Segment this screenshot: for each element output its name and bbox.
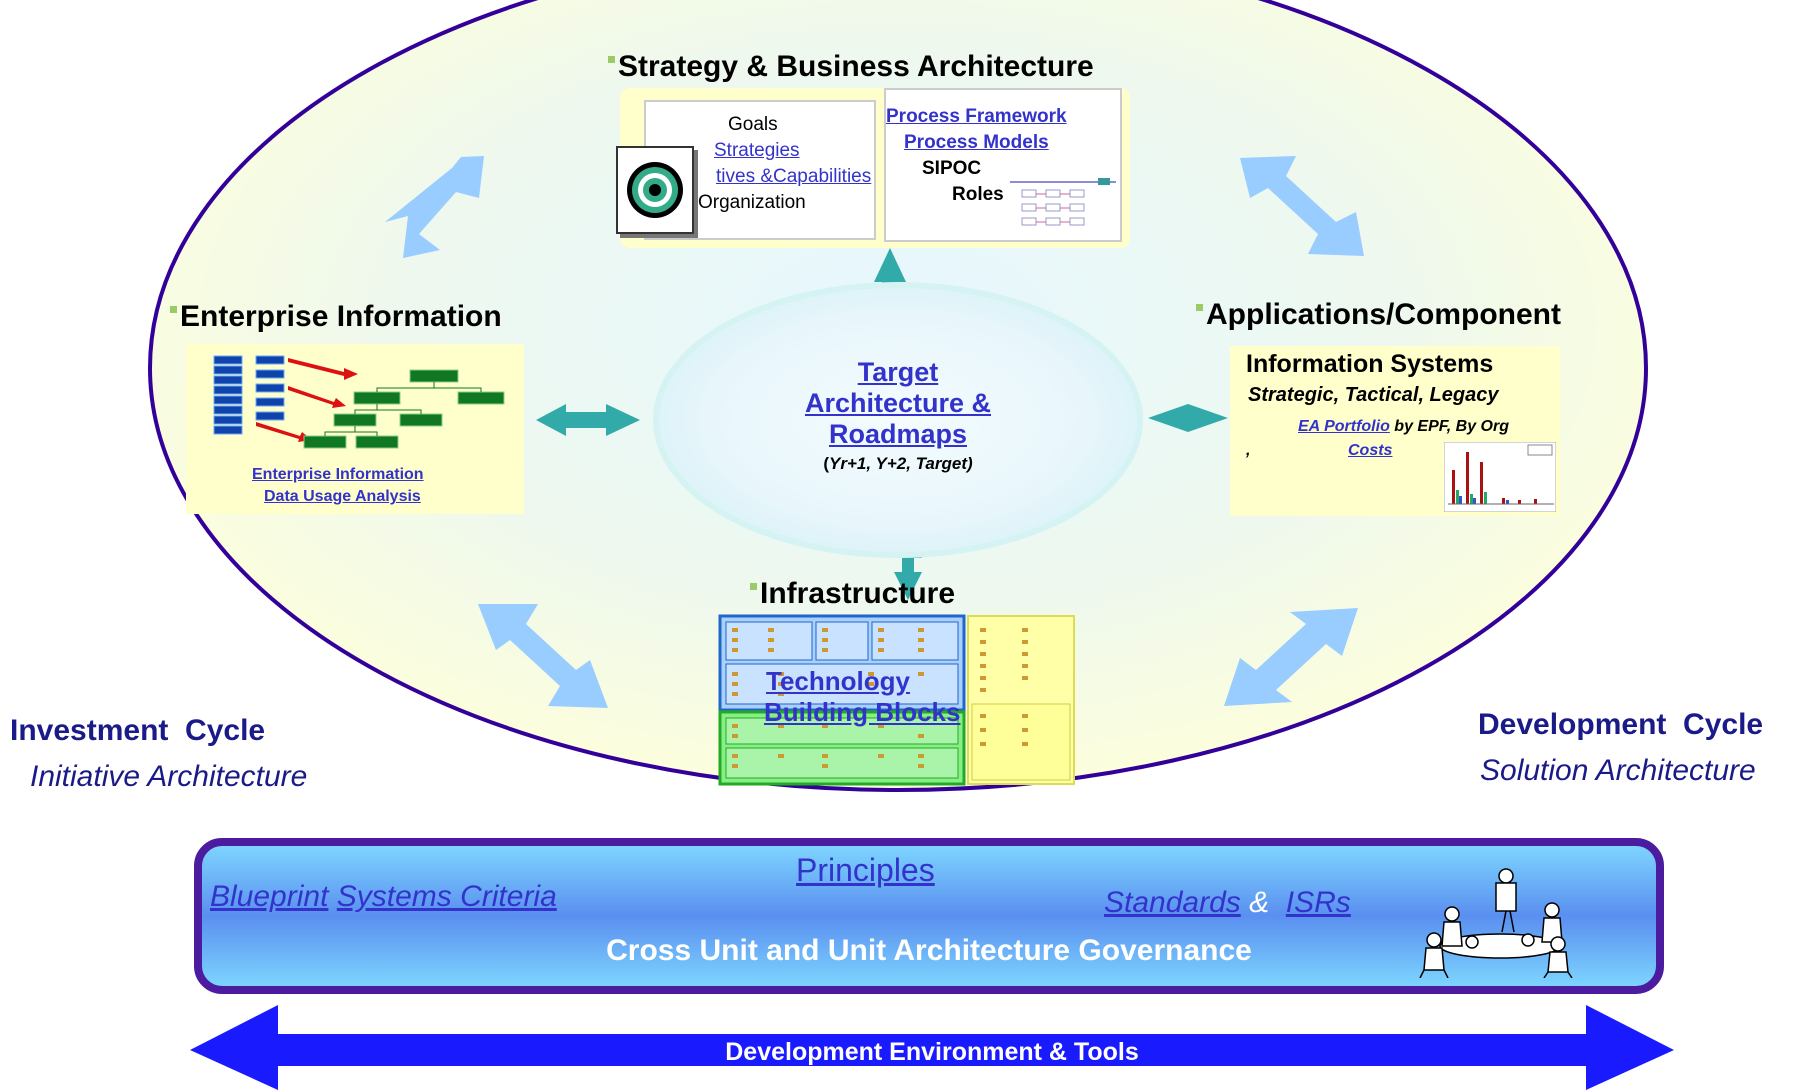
bullet-icon	[608, 56, 615, 63]
applications-section-title: Applications/Component	[1196, 298, 1561, 332]
enterprise-info-panel: Enterprise Information Data Usage Analys…	[186, 344, 524, 514]
center-ellipse	[653, 282, 1143, 558]
org-chart-thumbnail	[213, 355, 505, 449]
arrow-bottom-left	[478, 604, 608, 708]
development-cycle-subtitle: Solution Architecture	[1480, 754, 1756, 787]
arrow-left-enterprise	[536, 404, 640, 436]
arrow-right-apps	[1148, 404, 1228, 432]
goals-label: Goals	[728, 114, 778, 135]
process-flow-thumbnail	[1010, 178, 1116, 226]
infra-line-2: Building Blocks	[764, 697, 961, 727]
center-line-1: Target	[857, 357, 939, 387]
org-node	[399, 413, 443, 427]
process-box: Process Framework Process Models SIPOC R…	[884, 88, 1122, 242]
arrow-top-left	[385, 156, 484, 258]
org-node	[457, 391, 505, 405]
enterprise-information-link[interactable]: Enterprise Information	[252, 466, 424, 483]
process-models-link[interactable]: Process Models	[904, 132, 1049, 153]
ea-portfolio-line: EA Portfolio by EPF, By Org	[1298, 418, 1509, 436]
tools-bar-label: Development Environment & Tools	[725, 1038, 1139, 1066]
arrow-top-right	[1240, 156, 1364, 256]
principles-link[interactable]: Principles	[796, 852, 935, 888]
org-node	[409, 369, 459, 383]
ampersand-label: &	[1240, 886, 1278, 919]
center-line-2: Architecture &	[804, 388, 992, 418]
meeting-people-icon	[1419, 868, 1573, 978]
systems-criteria-link[interactable]: Systems Criteria	[336, 880, 557, 913]
tools-double-arrow	[190, 1005, 1674, 1090]
org-node	[355, 435, 399, 449]
information-systems-label: Information Systems	[1246, 350, 1494, 378]
infrastructure-section-title: Infrastructure	[750, 577, 955, 611]
governance-box	[194, 838, 1664, 994]
strategy-section-title: Strategy & Business Architecture	[608, 50, 1094, 84]
arrow-up-strategy	[874, 248, 906, 286]
governance-title: Cross Unit and Unit Architecture Governa…	[606, 934, 1252, 967]
isrs-link[interactable]: ISRs	[1285, 886, 1351, 919]
target-architecture-link[interactable]: Target Architecture & Roadmaps	[698, 357, 1098, 450]
process-framework-link[interactable]: Process Framework	[886, 106, 1067, 127]
strategies-link[interactable]: Strategies	[714, 140, 800, 161]
org-node	[303, 435, 347, 449]
development-cycle-title: Development Cycle	[1478, 708, 1764, 741]
system-types-label: Strategic, Tactical, Legacy	[1248, 384, 1499, 406]
bullet-icon	[170, 306, 177, 313]
ea-portfolio-link[interactable]: EA Portfolio	[1298, 418, 1390, 435]
blueprint-criteria-line: Blueprint Systems Criteria	[210, 880, 557, 914]
investment-cycle-title: Investment Cycle	[10, 714, 266, 747]
organization-label: Organization	[698, 192, 806, 213]
comma-label: ,	[1246, 442, 1251, 459]
roles-label: Roles	[952, 184, 1004, 205]
standards-isrs-line: Standards & ISRs	[1104, 886, 1351, 920]
light-double-arrows	[385, 156, 1364, 708]
costs-link[interactable]: Costs	[1348, 442, 1393, 459]
center-years-label: (Yr+1, Y+2, Target)	[823, 454, 973, 473]
by-epf-label: by EPF, By Org	[1389, 418, 1509, 435]
investment-cycle-subtitle: Initiative Architecture	[30, 760, 308, 793]
enterprise-info-section-title: Enterprise Information	[170, 300, 502, 334]
target-icon	[616, 146, 694, 234]
org-node	[333, 413, 377, 427]
sipoc-label: SIPOC	[922, 158, 982, 179]
org-node	[353, 391, 401, 405]
initiatives-capabilities-link[interactable]: tives &Capabilities	[716, 166, 872, 187]
bullet-icon	[1196, 304, 1203, 311]
costs-bar-chart-thumbnail	[1444, 442, 1556, 512]
infra-line-1: Technology	[766, 666, 910, 696]
bullet-icon	[750, 583, 757, 590]
standards-link[interactable]: Standards	[1104, 886, 1241, 919]
data-usage-analysis-link[interactable]: Data Usage Analysis	[264, 488, 421, 505]
blueprint-link[interactable]: Blueprint	[210, 880, 329, 913]
arrow-bottom-right	[1224, 608, 1358, 706]
technology-building-blocks-link[interactable]: Technology Building Blocks	[764, 666, 960, 728]
applications-panel: Information Systems Strategic, Tactical,…	[1230, 346, 1560, 516]
technology-blocks-thumbnail	[718, 614, 1075, 786]
center-line-3: Roadmaps	[828, 419, 968, 449]
